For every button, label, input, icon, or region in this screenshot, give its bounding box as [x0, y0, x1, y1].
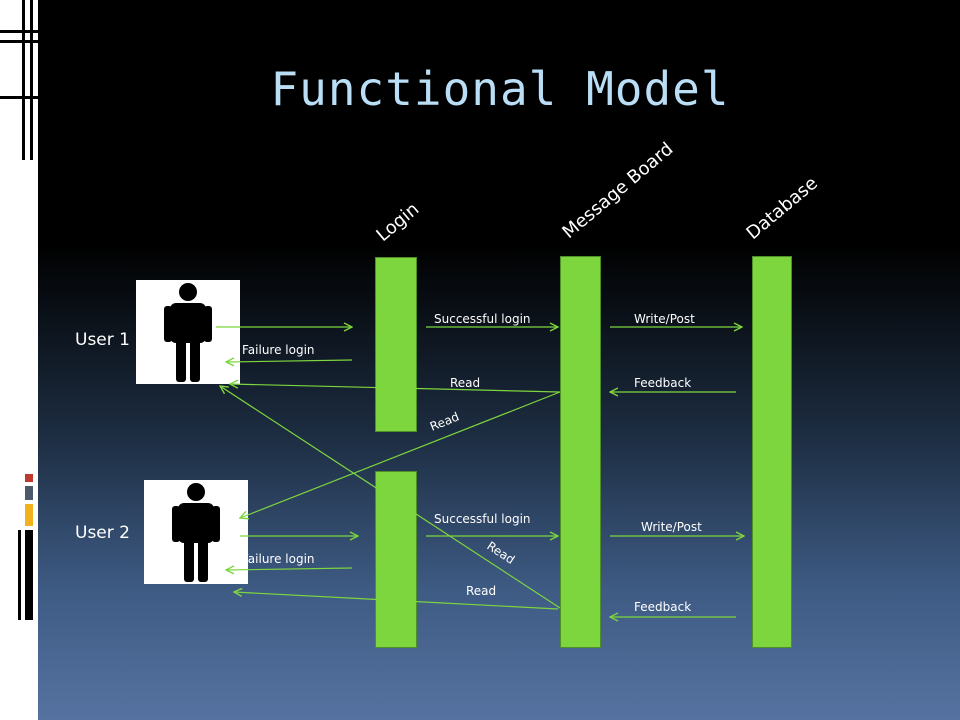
msg-feedback-1: Feedback: [634, 376, 691, 390]
arrow-login-failure-user2: [226, 568, 353, 570]
msg-read-2: Read: [466, 584, 496, 598]
msg-write-post-1: Write/Post: [634, 312, 695, 326]
msg-read-diagonal-2: Read: [484, 539, 517, 567]
msg-feedback-2: Feedback: [634, 600, 691, 614]
decorative-rules-top: [0, 0, 38, 160]
left-decorative-strip: [0, 0, 38, 720]
msg-read-1: Read: [450, 376, 480, 390]
msg-successful-login-1: Successful login: [434, 312, 531, 326]
decorative-squares-bottom: [18, 474, 33, 620]
database-lifeline: [752, 256, 792, 648]
person-icon: [172, 483, 220, 582]
user2-label: User 2: [75, 523, 130, 543]
user2-actor: [144, 480, 248, 584]
arrow-board-read-user1: [230, 384, 561, 393]
msg-failure-login-2: Failure login: [242, 552, 315, 566]
user1-label: User 1: [75, 330, 130, 350]
arrow-login-failure-user1: [226, 360, 353, 362]
slide-title: Functional Model: [270, 62, 730, 116]
arrow-board-read-user2: [234, 592, 559, 610]
person-icon: [164, 283, 212, 382]
msg-failure-login-1: Failure login: [242, 343, 315, 357]
msg-read-diagonal-1: Read: [428, 410, 461, 434]
msg-write-post-2: Write/Post: [641, 520, 702, 534]
arrow-board-read-diagonal-user1: [220, 386, 561, 609]
login-lifeline-user1: [375, 257, 417, 432]
message-board-lifeline: [560, 256, 601, 648]
user1-actor: [136, 280, 240, 384]
msg-successful-login-2: Successful login: [434, 512, 531, 526]
arrow-board-read-diagonal-user2: [240, 391, 561, 518]
